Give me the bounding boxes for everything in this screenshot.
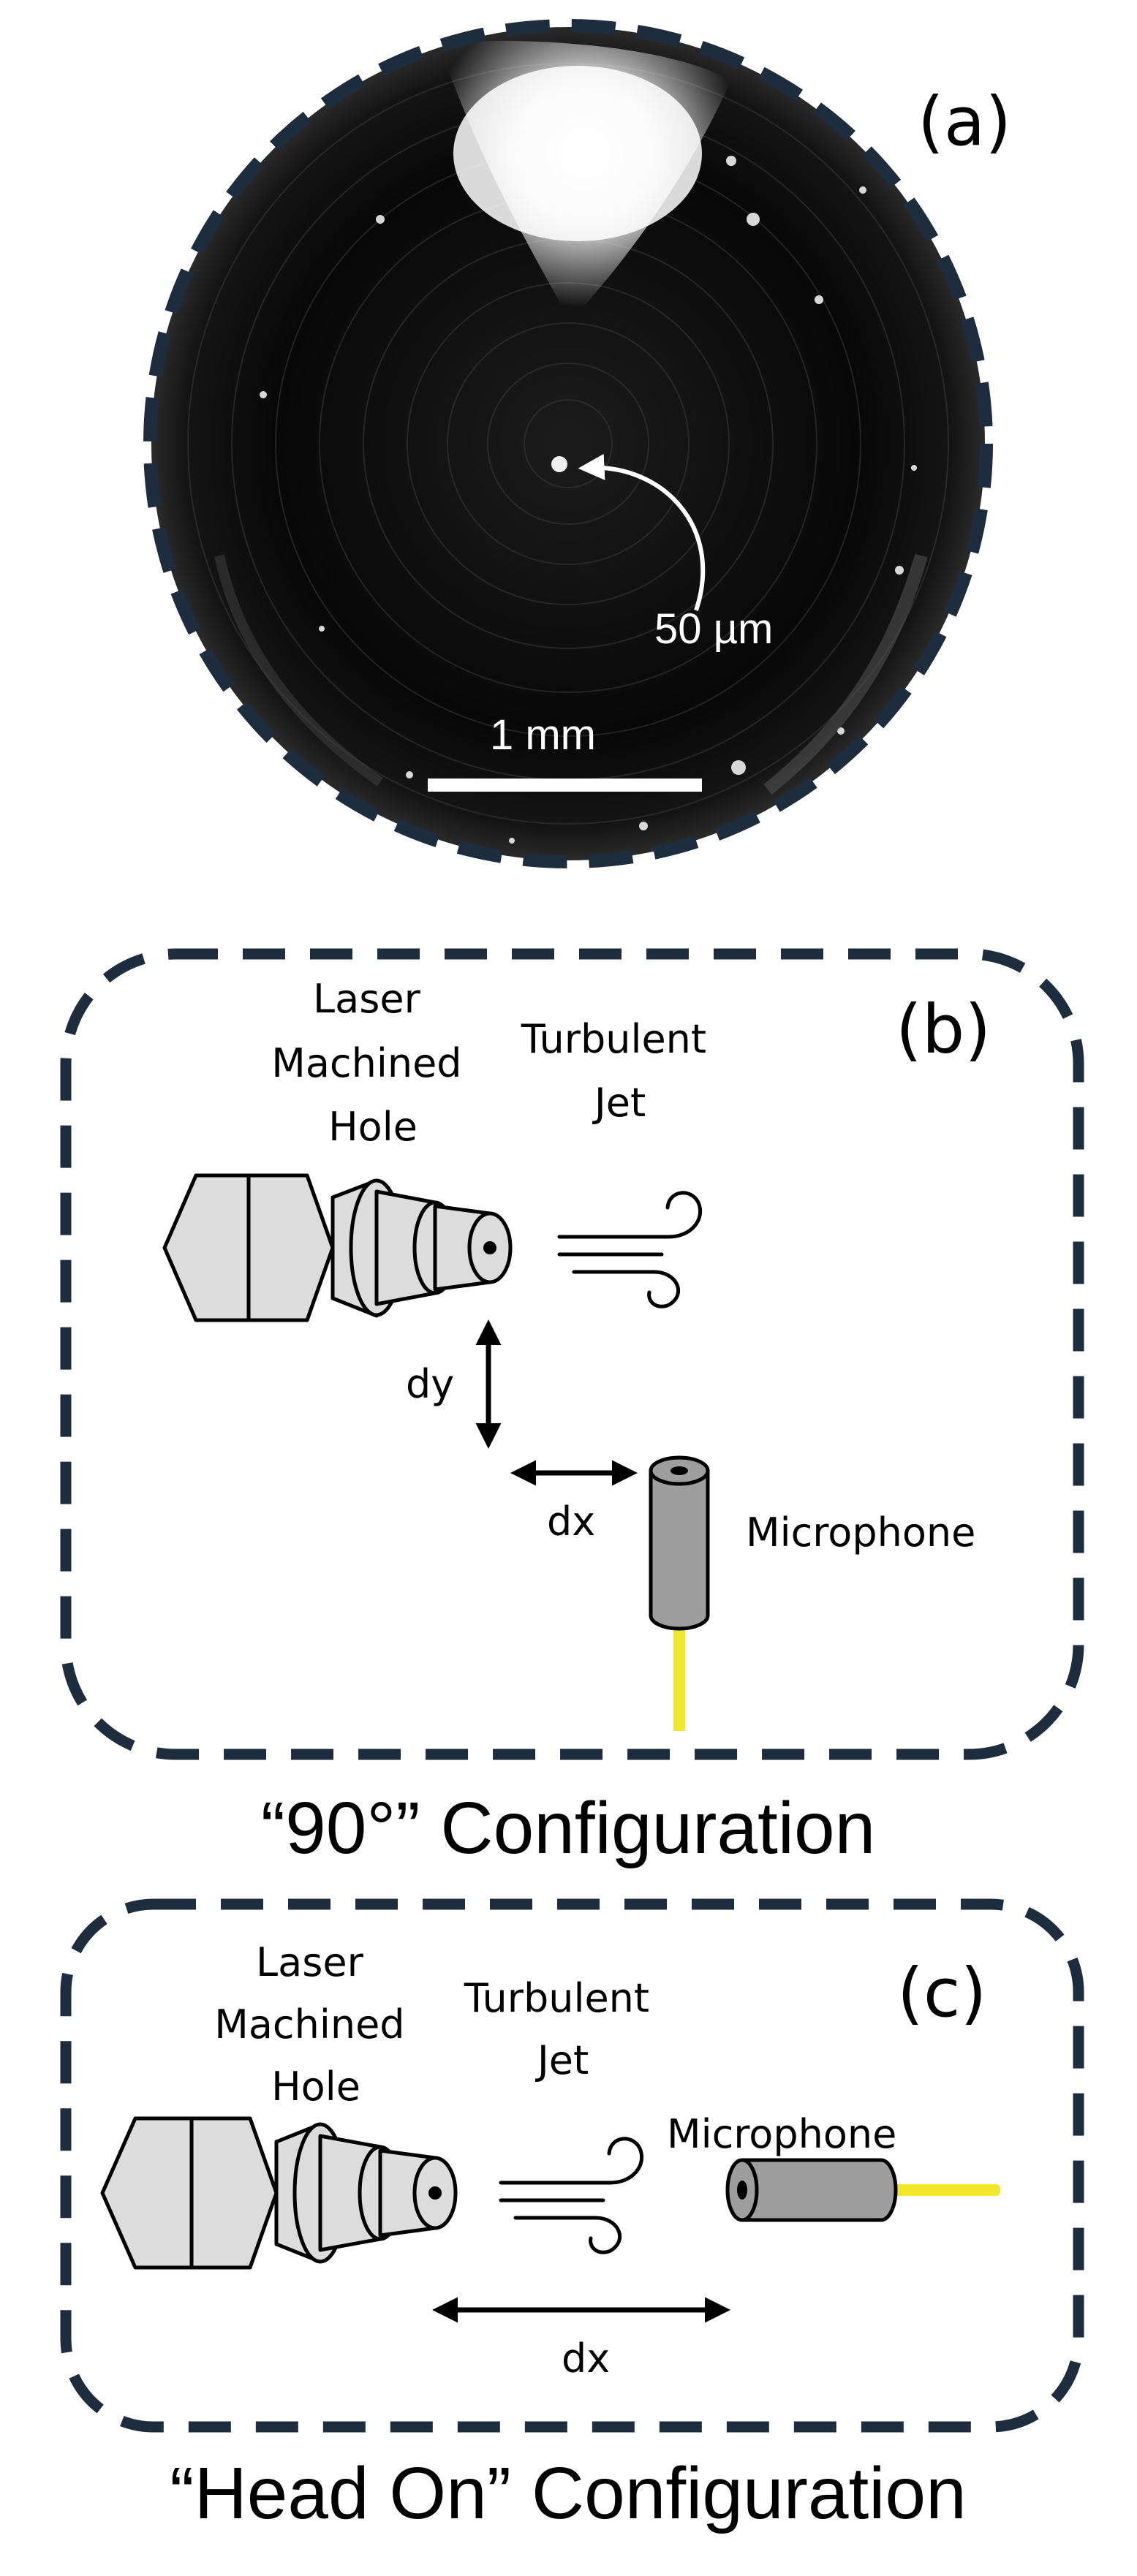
dx-label: dx: [562, 2336, 610, 2382]
panel-b: (b) Laser Machined Hole Turbulent Jet: [60, 948, 1084, 1760]
scale-bar-label: 1 mm: [490, 711, 596, 759]
hole-label-line-1: Laser: [313, 976, 421, 1022]
wind-icon: [557, 1191, 703, 1308]
panel-b-label: (b): [896, 990, 991, 1069]
nozzle-icon: [100, 2116, 458, 2270]
nozzle-icon: [162, 1173, 513, 1322]
hole-label-line-1: Laser: [256, 1939, 364, 1985]
scale-bar: [428, 779, 702, 792]
wind-icon: [499, 2137, 644, 2254]
hole-size-annotation: 50 µm: [654, 605, 773, 653]
hole-label-line-2: Machined: [271, 1040, 461, 1086]
panel-a: (a) 50 µm 1 mm: [143, 19, 1011, 868]
panel-c-label: (c): [897, 1954, 986, 2032]
panel-b-frame: [60, 948, 1084, 1760]
jet-label-line-2: Jet: [535, 2037, 589, 2083]
config-caption-head-on: “Head On” Configuration: [170, 2452, 966, 2534]
jet-label-line-1: Turbulent: [521, 1016, 706, 1062]
microphone-label: Microphone: [667, 2111, 896, 2157]
jet-label: Turbulent Jet: [464, 1975, 662, 2083]
hole-label-line-3: Hole: [271, 2064, 360, 2110]
panel-a-label: (a): [918, 83, 1011, 161]
laser-hole: [551, 456, 567, 472]
panel-c-frame: [60, 1898, 1084, 2433]
micrograph-frame: [143, 19, 993, 868]
jet-label: Turbulent Jet: [521, 1016, 719, 1126]
panel-c: (c) Laser Machined Hole Turbulent Jet: [60, 1898, 1084, 2433]
jet-label-line-1: Turbulent: [464, 1975, 649, 2021]
hole-label-line-3: Hole: [328, 1104, 418, 1150]
hole-label: Laser Machined Hole: [271, 976, 475, 1150]
microphone-icon: [649, 1455, 710, 1731]
micrograph-disc: [151, 27, 985, 860]
dy-label: dy: [406, 1361, 454, 1407]
hole-label-line-2: Machined: [214, 2001, 404, 2047]
jet-label-line-2: Jet: [592, 1080, 646, 1126]
microphone-icon: [725, 2158, 1000, 2222]
microphone-label: Microphone: [746, 1509, 975, 1556]
config-caption-90: “90°” Configuration: [261, 1787, 875, 1869]
hole-label: Laser Machined Hole: [214, 1939, 418, 2110]
dx-label: dx: [547, 1499, 595, 1545]
debris-specks: [260, 156, 917, 844]
hole-pointer-arrow: [578, 453, 706, 611]
